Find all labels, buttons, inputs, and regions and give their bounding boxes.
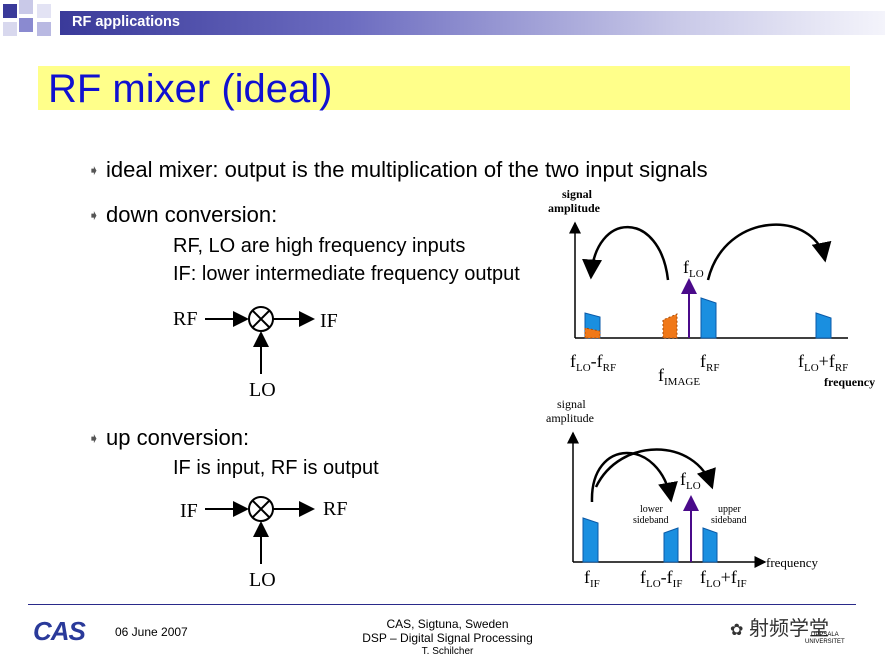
conversion-arc xyxy=(590,451,678,503)
sideband-label-upper: upper xyxy=(718,504,741,515)
mixer-input-label: RF xyxy=(173,308,197,330)
university-logo: UPPSALA UNIVERSITET xyxy=(805,632,845,646)
mixer-output-label: IF xyxy=(320,310,338,332)
freq-label-upper: fLO+fIF xyxy=(700,567,747,590)
freq-label-image: fIMAGE xyxy=(658,365,700,388)
freq-label-rf: fRF xyxy=(700,351,719,374)
footer-location: CAS, Sigtuna, Sweden xyxy=(386,617,509,631)
conversion-arc xyxy=(594,448,716,490)
conversion-arc xyxy=(706,223,832,281)
lo-label: fLO xyxy=(683,257,704,280)
sideband-label-lower: sideband xyxy=(633,515,669,526)
lo-label: fLO xyxy=(680,469,701,492)
bullet-icon: ➧ xyxy=(88,161,100,178)
bullet-text: down conversion: xyxy=(106,202,278,227)
sub-text: RF, LO are high frequency inputs xyxy=(173,235,466,257)
uni-line-1: UPPSALA xyxy=(810,632,839,638)
bullet-up-conversion: ➧ up conversion: xyxy=(88,425,249,451)
wechat-icon: ✿ xyxy=(730,622,744,639)
bullet-icon: ➧ xyxy=(88,429,100,446)
footer-divider xyxy=(28,604,856,605)
bullet-ideal-mixer: ➧ ideal mixer: output is the multiplicati… xyxy=(88,157,708,183)
spectrum-up-diagram: signal amplitude frequency fLO lower sid… xyxy=(546,397,818,590)
mixer-lo-label: LO xyxy=(249,379,276,401)
bullet-icon: ➧ xyxy=(88,206,100,223)
spectrum-bar-if xyxy=(582,517,599,563)
freq-label-difference: fLO-fRF xyxy=(570,351,616,374)
spectrum-down-diagram: signal amplitude fLO fLO-fRF fIMAGE fRF … xyxy=(548,187,875,389)
mixer-output-label: RF xyxy=(323,498,347,520)
sideband-label-lower: lower xyxy=(640,504,663,515)
sideband-label-upper: sideband xyxy=(711,515,747,526)
axis-label-y: amplitude xyxy=(546,411,594,425)
section-title: RF applications xyxy=(72,14,180,30)
cas-logo: CAS xyxy=(33,616,86,646)
footer-date: 06 June 2007 xyxy=(115,625,188,639)
mixer-input-label: IF xyxy=(180,500,198,522)
freq-label-if: fIF xyxy=(584,567,600,590)
freq-label-sum: fLO+fRF xyxy=(798,351,848,374)
spectrum-bar-lower-sideband xyxy=(663,527,679,563)
mixer-lo-label: LO xyxy=(249,569,276,591)
axis-label-x: frequency xyxy=(824,375,875,389)
spectrum-bar-sum xyxy=(815,312,832,339)
freq-label-lower: fLO-fIF xyxy=(640,567,682,590)
mixer-diagram-up: IF RF LO xyxy=(180,496,347,591)
footer-author: T. Schilcher xyxy=(421,646,474,657)
spectrum-bar-image-overlap xyxy=(584,327,601,339)
header-bar xyxy=(60,11,885,35)
axis-label-y: signal xyxy=(557,397,586,411)
mixer-diagram-down: RF IF LO xyxy=(173,306,338,401)
axis-label-y: signal xyxy=(562,187,593,201)
sub-text: IF is input, RF is output xyxy=(173,457,379,479)
bullet-down-conversion: ➧ down conversion: xyxy=(88,202,277,228)
sub-text: IF: lower intermediate frequency output xyxy=(173,263,520,285)
bullet-text: ideal mixer: output is the multiplicatio… xyxy=(106,157,708,182)
watermark-text: 射频学堂 xyxy=(748,618,829,640)
spectrum-bar-rf xyxy=(700,297,717,339)
title-background xyxy=(38,66,850,110)
uni-line-2: UNIVERSITET xyxy=(805,639,845,645)
axis-label-y: amplitude xyxy=(548,201,601,215)
conversion-arc xyxy=(582,226,670,281)
spectrum-bar-upper-sideband xyxy=(702,527,718,563)
axis-label-x: frequency xyxy=(766,555,818,570)
footer-course: DSP – Digital Signal Processing xyxy=(362,631,533,645)
footer-info: CAS, Sigtuna, Sweden DSP – Digital Signa… xyxy=(340,617,555,659)
page-title: RF mixer (ideal) xyxy=(48,67,333,111)
watermark: ✿ 射频学堂 xyxy=(730,612,829,641)
bullet-text: up conversion: xyxy=(106,425,250,450)
spectrum-bar-image xyxy=(662,313,678,339)
